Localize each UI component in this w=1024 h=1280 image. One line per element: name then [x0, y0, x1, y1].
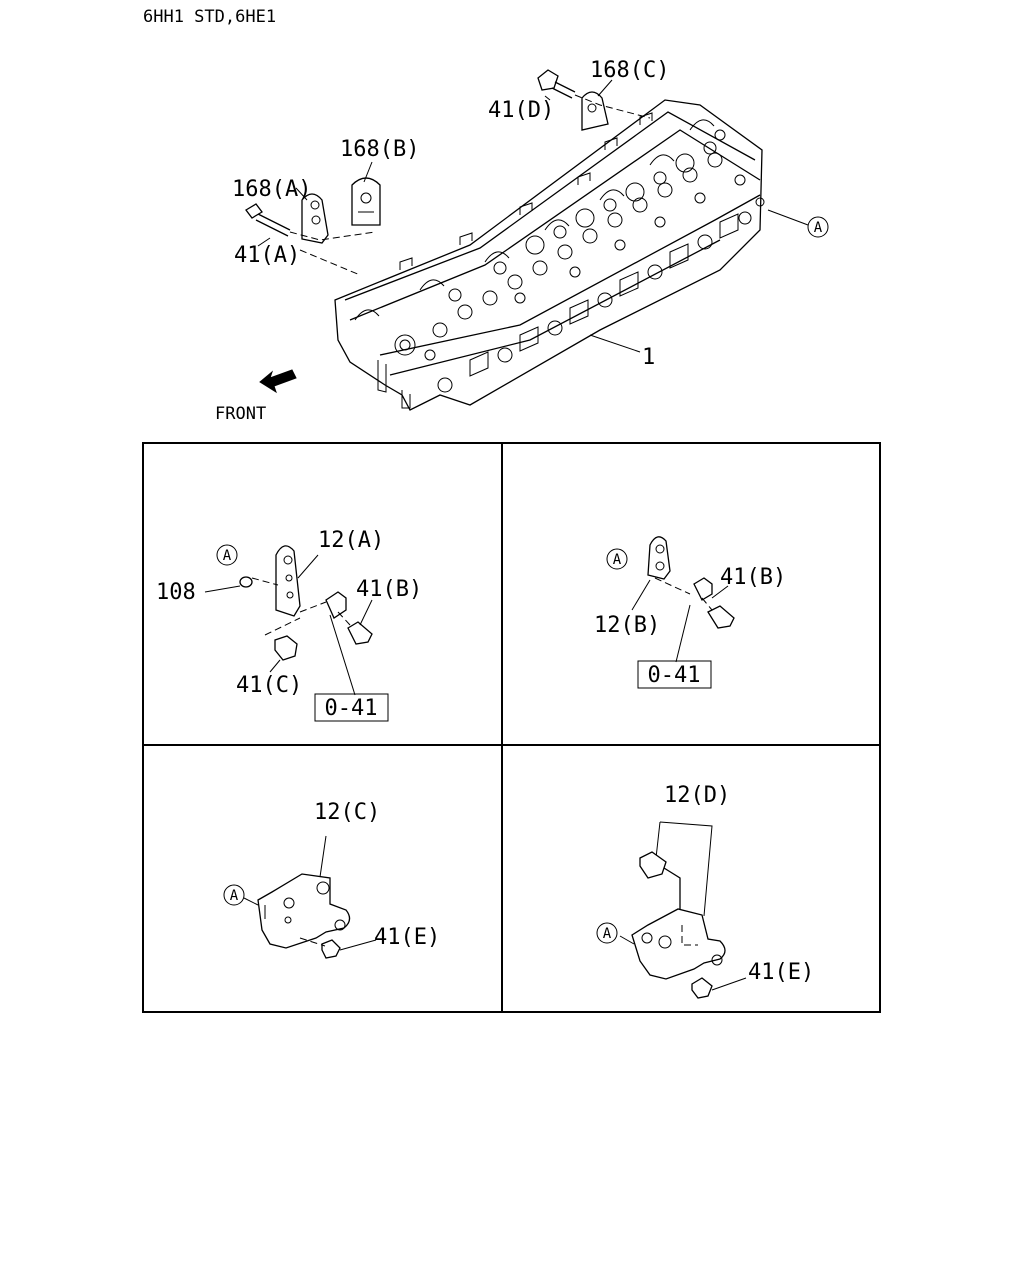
bolt-41d	[537, 69, 576, 99]
detail-grid-frame	[142, 442, 881, 1013]
svg-text:A: A	[223, 548, 232, 564]
front-label: FRONT	[215, 404, 266, 424]
detail-bottom-left: A 12(C) 41(E)	[223, 800, 440, 959]
clip	[325, 591, 347, 619]
bolt-41a	[245, 203, 291, 237]
leader-line	[295, 187, 308, 201]
bolt-41b	[707, 605, 735, 629]
ref-a-marker: A	[807, 216, 829, 238]
bolt-41b	[347, 621, 373, 645]
bracket-12b	[647, 536, 671, 580]
leader-line	[363, 161, 373, 183]
callout-head: 1	[642, 345, 655, 370]
model-header: 6HH1 STD,6HE1	[143, 7, 276, 27]
ring-108	[239, 576, 253, 588]
callout-12a: 12(A)	[318, 528, 384, 553]
assembly-line	[299, 249, 361, 276]
svg-text:A: A	[613, 552, 622, 568]
leader-line	[544, 95, 551, 101]
svg-text:A: A	[603, 926, 612, 942]
callout-168c: 168(C)	[590, 58, 669, 83]
leader-line	[589, 334, 641, 353]
callout-12b: 12(B)	[594, 613, 660, 638]
group-ref-0-41: 0-41	[325, 696, 378, 721]
assembly-line	[289, 231, 376, 241]
bracket-12c	[257, 873, 351, 949]
bolt-41e	[691, 977, 713, 999]
detail-top-right: A 41(B) 12(B) 0-41	[594, 536, 786, 689]
leader-line	[257, 237, 271, 247]
callout-168a: 168(A)	[232, 177, 311, 202]
callout-41d: 41(D)	[488, 98, 554, 123]
svg-text:A: A	[814, 220, 823, 236]
callout-41a: 41(A)	[234, 243, 300, 268]
callout-108: 108	[156, 580, 196, 605]
detail-bottom-right: A 12(D) 41(E)	[596, 783, 814, 999]
bolt-upper	[639, 851, 667, 879]
callout-41e: 41(E)	[748, 960, 814, 985]
bracket-168c	[581, 91, 609, 131]
svg-text:A: A	[230, 888, 239, 904]
group-ref-0-41: 0-41	[648, 663, 701, 688]
callout-12c: 12(C)	[314, 800, 380, 825]
callout-41e: 41(E)	[374, 925, 440, 950]
assembly-line	[574, 94, 651, 119]
cylinder-head-illustration	[334, 99, 765, 411]
callout-41c: 41(C)	[236, 673, 302, 698]
callout-12d: 12(D)	[664, 783, 730, 808]
bolt-41e	[321, 939, 341, 959]
clip	[693, 577, 713, 601]
bolt-41c	[274, 635, 298, 661]
leader-line	[597, 79, 613, 97]
callout-168b: 168(B)	[340, 137, 419, 162]
callout-41b: 41(B)	[720, 565, 786, 590]
leader-line	[767, 209, 809, 226]
callout-41b: 41(B)	[356, 577, 422, 602]
bracket-168b	[351, 177, 381, 226]
detail-top-left: A 12(A) 108 41(B) 41(C) 0-41	[156, 528, 422, 722]
bracket-12d	[631, 908, 726, 980]
front-arrow-icon	[259, 369, 297, 394]
bracket-168a	[301, 193, 329, 244]
